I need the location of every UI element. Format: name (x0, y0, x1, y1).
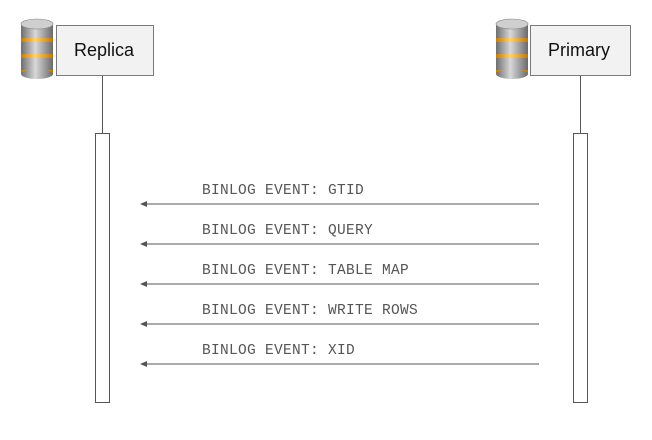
arrowhead-icon (140, 281, 147, 287)
message-label: BINLOG EVENT: XID (202, 343, 355, 359)
arrowhead-icon (140, 201, 147, 207)
message: BINLOG EVENT: GTID (140, 183, 539, 207)
arrowhead-icon (140, 361, 147, 367)
message: BINLOG EVENT: XID (140, 343, 539, 367)
message-label: BINLOG EVENT: GTID (202, 183, 364, 199)
primary-actor-label: Primary (548, 40, 610, 60)
primary-activation-bar (573, 133, 588, 403)
replica-actor-label: Replica (74, 40, 135, 60)
replica-actor-box: Replica (56, 25, 154, 76)
message-label: BINLOG EVENT: QUERY (202, 223, 373, 239)
message: BINLOG EVENT: TABLE MAP (140, 263, 539, 287)
primary-actor-box: Primary (530, 25, 631, 76)
message: BINLOG EVENT: QUERY (140, 223, 539, 247)
message-label: BINLOG EVENT: WRITE ROWS (202, 303, 418, 319)
arrowhead-icon (140, 241, 147, 247)
message: BINLOG EVENT: WRITE ROWS (140, 303, 539, 327)
primary-lifeline (580, 76, 581, 133)
replica-lifeline (102, 76, 103, 133)
arrowhead-icon (140, 321, 147, 327)
database-icon (20, 18, 54, 79)
message-label: BINLOG EVENT: TABLE MAP (202, 263, 409, 279)
database-icon (495, 18, 529, 79)
replica-activation-bar (95, 133, 110, 403)
